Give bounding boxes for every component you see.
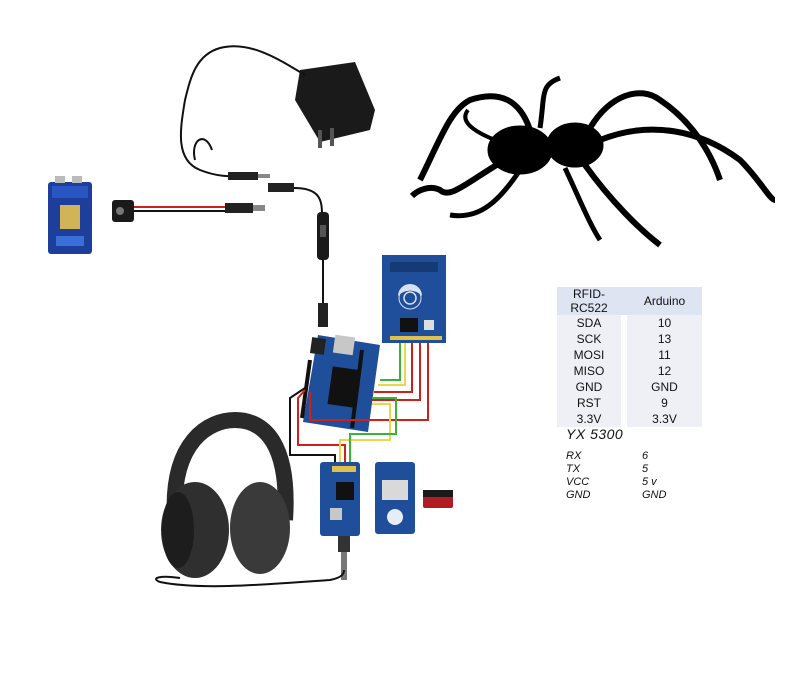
spider-silhouette: [409, 75, 777, 248]
arduino-pin: 11: [627, 347, 702, 363]
spider-leg: [449, 168, 523, 219]
yx-pin: TX: [566, 463, 581, 475]
spider-leg: [537, 75, 561, 129]
arduino-pin: 9: [627, 395, 702, 411]
jumper-wires: [289, 343, 429, 470]
table-row: MOSI 11: [557, 347, 702, 363]
arduino-pin: 5 v: [642, 476, 657, 488]
rfid-pin: MOSI: [557, 347, 621, 363]
arduino-pin: 12: [627, 363, 702, 379]
rfid-pin-table: RFID-RC522 Arduino SDA 10 SCK 13 MOSI 11…: [557, 287, 702, 427]
rfid-pin: 3.3V: [557, 411, 621, 427]
arduino-pin: 13: [627, 331, 702, 347]
arduino-pin: GND: [627, 379, 702, 395]
arduino-pin: 5: [642, 463, 649, 475]
spider-leg: [562, 166, 603, 242]
micro-sd-card: [423, 490, 453, 508]
spider-leg: [463, 108, 496, 142]
rfid-pin: SCK: [557, 331, 621, 347]
spider-leg: [598, 126, 777, 203]
rfid-pin: RST: [557, 395, 621, 411]
headphones: [155, 411, 345, 588]
arduino-pin: 6: [642, 450, 649, 462]
table-row: SCK 13: [557, 331, 702, 347]
spider-leg: [582, 163, 662, 248]
arduino-pin: 10: [627, 315, 702, 331]
table-row: GND GND: [557, 379, 702, 395]
arduino-pin: 3.3V: [627, 411, 702, 427]
spider-abdomen: [546, 122, 604, 168]
yx-pin: GND: [566, 489, 591, 501]
rfid-pin: SDA: [557, 315, 621, 331]
arduino-pin: GND: [642, 489, 667, 501]
rfid-header-module: RFID-RC522: [557, 287, 621, 315]
battery-9v: [48, 176, 92, 254]
yx-pin: RX: [566, 450, 582, 462]
yx5300-title: YX 5300: [566, 426, 624, 442]
yx-pin: VCC: [566, 476, 590, 488]
dc-cable-with-switch: [268, 183, 329, 327]
table-row: RST 9: [557, 395, 702, 411]
rfid-pin: MISO: [557, 363, 621, 379]
battery-snap-cable: [112, 200, 265, 222]
spider-leg: [587, 90, 723, 181]
yx5300-mp3-module: [320, 462, 360, 580]
rfid-table-header: RFID-RC522 Arduino: [557, 287, 702, 315]
sd-card-module: [375, 462, 415, 534]
table-row: MISO 12: [557, 363, 702, 379]
power-adapter: [179, 45, 375, 180]
rfid-rc522-module: [382, 255, 446, 343]
spider-leg: [409, 157, 507, 199]
rfid-pin: GND: [557, 379, 621, 395]
rfid-header-arduino: Arduino: [627, 287, 702, 315]
table-row: 3.3V 3.3V: [557, 411, 702, 427]
arduino-uno: [300, 334, 380, 432]
table-row: SDA 10: [557, 315, 702, 331]
spider-leg: [417, 93, 533, 182]
